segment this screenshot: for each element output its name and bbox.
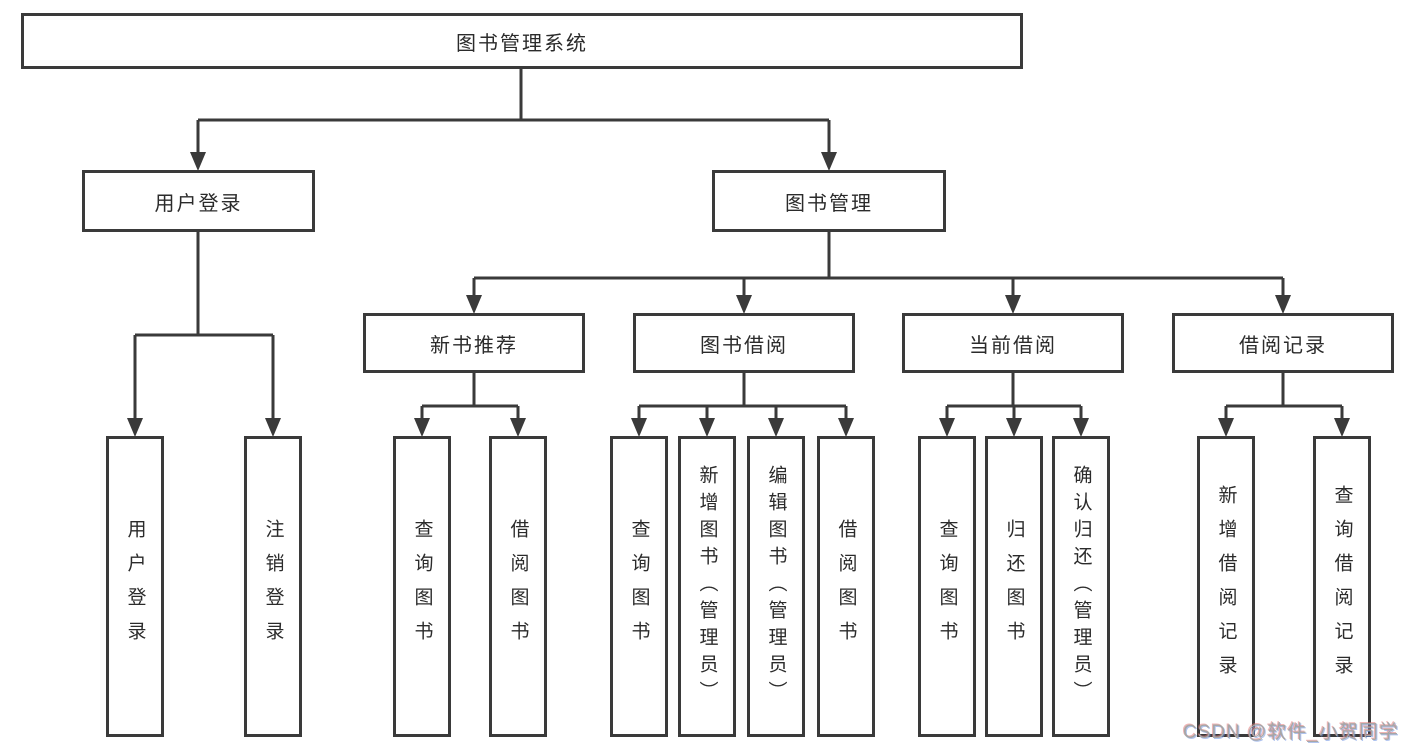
arrowhead-icon <box>414 418 430 437</box>
leaf-label: 新增图书（管理员） <box>696 465 718 708</box>
arrowhead-icon <box>939 418 955 437</box>
node-borrowing-records-label: 借阅记录 <box>1239 334 1327 357</box>
arrowhead-icon <box>190 152 206 171</box>
arrowhead-icon <box>466 295 482 314</box>
arrowhead-icon <box>631 418 647 437</box>
arrowhead-icon <box>1334 418 1350 437</box>
arrowhead-icon <box>1073 418 1089 437</box>
arrowhead-icon <box>1006 418 1022 437</box>
connector-new-book-to-leaves <box>420 373 520 420</box>
arrowhead-icon <box>265 418 281 437</box>
leaf-borrow-edit-books-admin: 编辑图书（管理员） <box>747 436 805 737</box>
node-new-book-recommendation-label: 新书推荐 <box>430 334 518 357</box>
arrowhead-icon <box>821 152 837 171</box>
leaf-current-query-books: 查询图书 <box>918 436 976 737</box>
connector-book-borrowing-to-leaves <box>637 373 848 420</box>
node-book-management-label: 图书管理 <box>785 192 873 215</box>
leaf-label: 新增借阅记录 <box>1215 484 1237 689</box>
arrowhead-icon <box>736 295 752 314</box>
node-user-login-label: 用户登录 <box>154 192 243 215</box>
arrowhead-icon <box>1218 418 1234 437</box>
leaf-newbook-query-books: 查询图书 <box>393 436 451 737</box>
leaf-records-add-record: 新增借阅记录 <box>1197 436 1255 737</box>
connector-root-to-level2 <box>196 69 831 154</box>
node-user-login: 用户登录 <box>82 170 315 232</box>
node-root-label: 图书管理系统 <box>456 32 588 55</box>
connector-user-login-to-leaves <box>133 232 275 420</box>
connector-borrowing-records-to-leaves <box>1224 373 1344 420</box>
node-current-borrowing-label: 当前借阅 <box>969 334 1057 357</box>
arrowheads <box>127 152 1350 437</box>
leaf-current-confirm-return-admin: 确认归还（管理员） <box>1052 436 1110 737</box>
leaf-label: 注销登录 <box>262 518 284 655</box>
leaf-label: 确认归还（管理员） <box>1070 465 1092 708</box>
node-root: 图书管理系统 <box>21 13 1023 69</box>
connector-current-borrowing-to-leaves <box>945 373 1083 420</box>
leaf-label: 借阅图书 <box>507 518 529 655</box>
leaf-label: 查询图书 <box>628 518 650 655</box>
leaf-label: 编辑图书（管理员） <box>765 465 787 708</box>
arrowhead-icon <box>127 418 143 437</box>
leaf-newbook-borrow-books: 借阅图书 <box>489 436 547 737</box>
leaf-borrow-add-books-admin: 新增图书（管理员） <box>678 436 736 737</box>
leaf-label: 查询图书 <box>411 518 433 655</box>
leaf-label: 查询图书 <box>936 518 958 655</box>
leaf-borrow-query-books: 查询图书 <box>610 436 668 737</box>
leaf-current-return-books: 归还图书 <box>985 436 1043 737</box>
arrowhead-icon <box>699 418 715 437</box>
leaf-label: 归还图书 <box>1003 518 1025 655</box>
leaf-label: 查询借阅记录 <box>1331 484 1353 689</box>
leaf-label: 借阅图书 <box>835 518 857 655</box>
arrowhead-icon <box>510 418 526 437</box>
watermark: CSDN @软件_小贺同学 <box>1183 722 1399 743</box>
node-borrowing-records: 借阅记录 <box>1172 313 1394 373</box>
arrowhead-icon <box>1005 295 1021 314</box>
node-book-management: 图书管理 <box>712 170 946 232</box>
arrowhead-icon <box>1275 295 1291 314</box>
node-book-borrowing-label: 图书借阅 <box>700 334 788 357</box>
leaf-borrow-borrow-books: 借阅图书 <box>817 436 875 737</box>
node-book-borrowing: 图书借阅 <box>633 313 855 373</box>
leaf-records-query-record: 查询借阅记录 <box>1313 436 1371 737</box>
leaf-user-login: 用户登录 <box>106 436 164 737</box>
arrowhead-icon <box>768 418 784 437</box>
leaf-logout-login: 注销登录 <box>244 436 302 737</box>
leaf-label: 用户登录 <box>124 518 146 655</box>
arrowhead-icon <box>838 418 854 437</box>
node-new-book-recommendation: 新书推荐 <box>363 313 585 373</box>
connector-book-management-to-level3 <box>472 232 1285 297</box>
node-current-borrowing: 当前借阅 <box>902 313 1124 373</box>
